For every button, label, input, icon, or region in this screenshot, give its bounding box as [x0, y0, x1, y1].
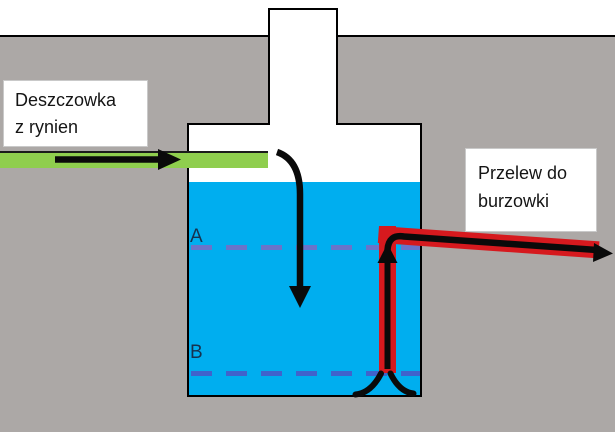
inflow-pipe — [0, 151, 268, 168]
level-b-label: B — [190, 342, 203, 363]
inflow-label-box: Deszczowka z rynien — [3, 80, 148, 147]
access-shaft — [268, 8, 338, 125]
overflow-label-line1: Przelew do — [478, 163, 568, 183]
tank-water — [189, 182, 420, 395]
level-a-label: A — [190, 226, 203, 247]
overflow-label-line2: burzowki — [478, 191, 550, 211]
inflow-label-line2: z rynien — [15, 117, 79, 137]
overflow-label-box: Przelew do burzowki — [465, 148, 597, 232]
inflow-label-line1: Deszczowka — [15, 90, 117, 110]
